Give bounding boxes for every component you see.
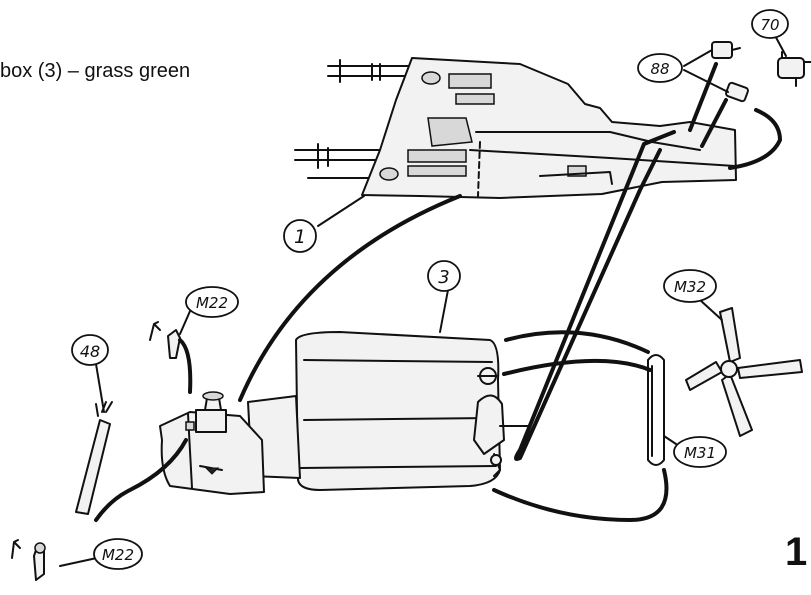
wiring xyxy=(94,62,782,522)
callout-m31-text: M31 xyxy=(684,444,716,462)
fan-m32 xyxy=(685,307,803,437)
belt-m31 xyxy=(647,354,665,466)
callout-m22-top-text: M22 xyxy=(196,294,228,312)
callout-48: 48 xyxy=(71,334,109,366)
gearbox-housing xyxy=(159,331,529,495)
callout-m22-bottom: M22 xyxy=(93,538,143,570)
leader-lines xyxy=(59,29,787,567)
callout-m22-top: M22 xyxy=(185,286,239,318)
callout-70-text: 70 xyxy=(760,16,779,34)
callout-48-text: 48 xyxy=(80,342,100,361)
callout-1: 1 xyxy=(283,219,317,253)
page-number: 1 xyxy=(785,530,808,574)
callout-88-text: 88 xyxy=(650,60,669,78)
small-parts xyxy=(711,41,811,103)
frame-rails xyxy=(294,59,421,179)
callout-m31: M31 xyxy=(673,436,727,468)
floor-plate xyxy=(361,57,737,199)
callout-70: 70 xyxy=(751,9,789,39)
caption-text: box (3) – grass green xyxy=(0,60,191,82)
callout-m32-text: M32 xyxy=(674,278,706,296)
callout-3-text: 3 xyxy=(438,267,449,288)
callout-m22-bottom-text: M22 xyxy=(102,546,134,564)
callout-m32: M32 xyxy=(663,269,717,303)
callout-3: 3 xyxy=(427,260,461,292)
callout-1-text: 1 xyxy=(294,226,306,248)
callout-88: 88 xyxy=(637,53,683,83)
lever-48 xyxy=(75,401,113,515)
switches-m22 xyxy=(11,321,181,581)
